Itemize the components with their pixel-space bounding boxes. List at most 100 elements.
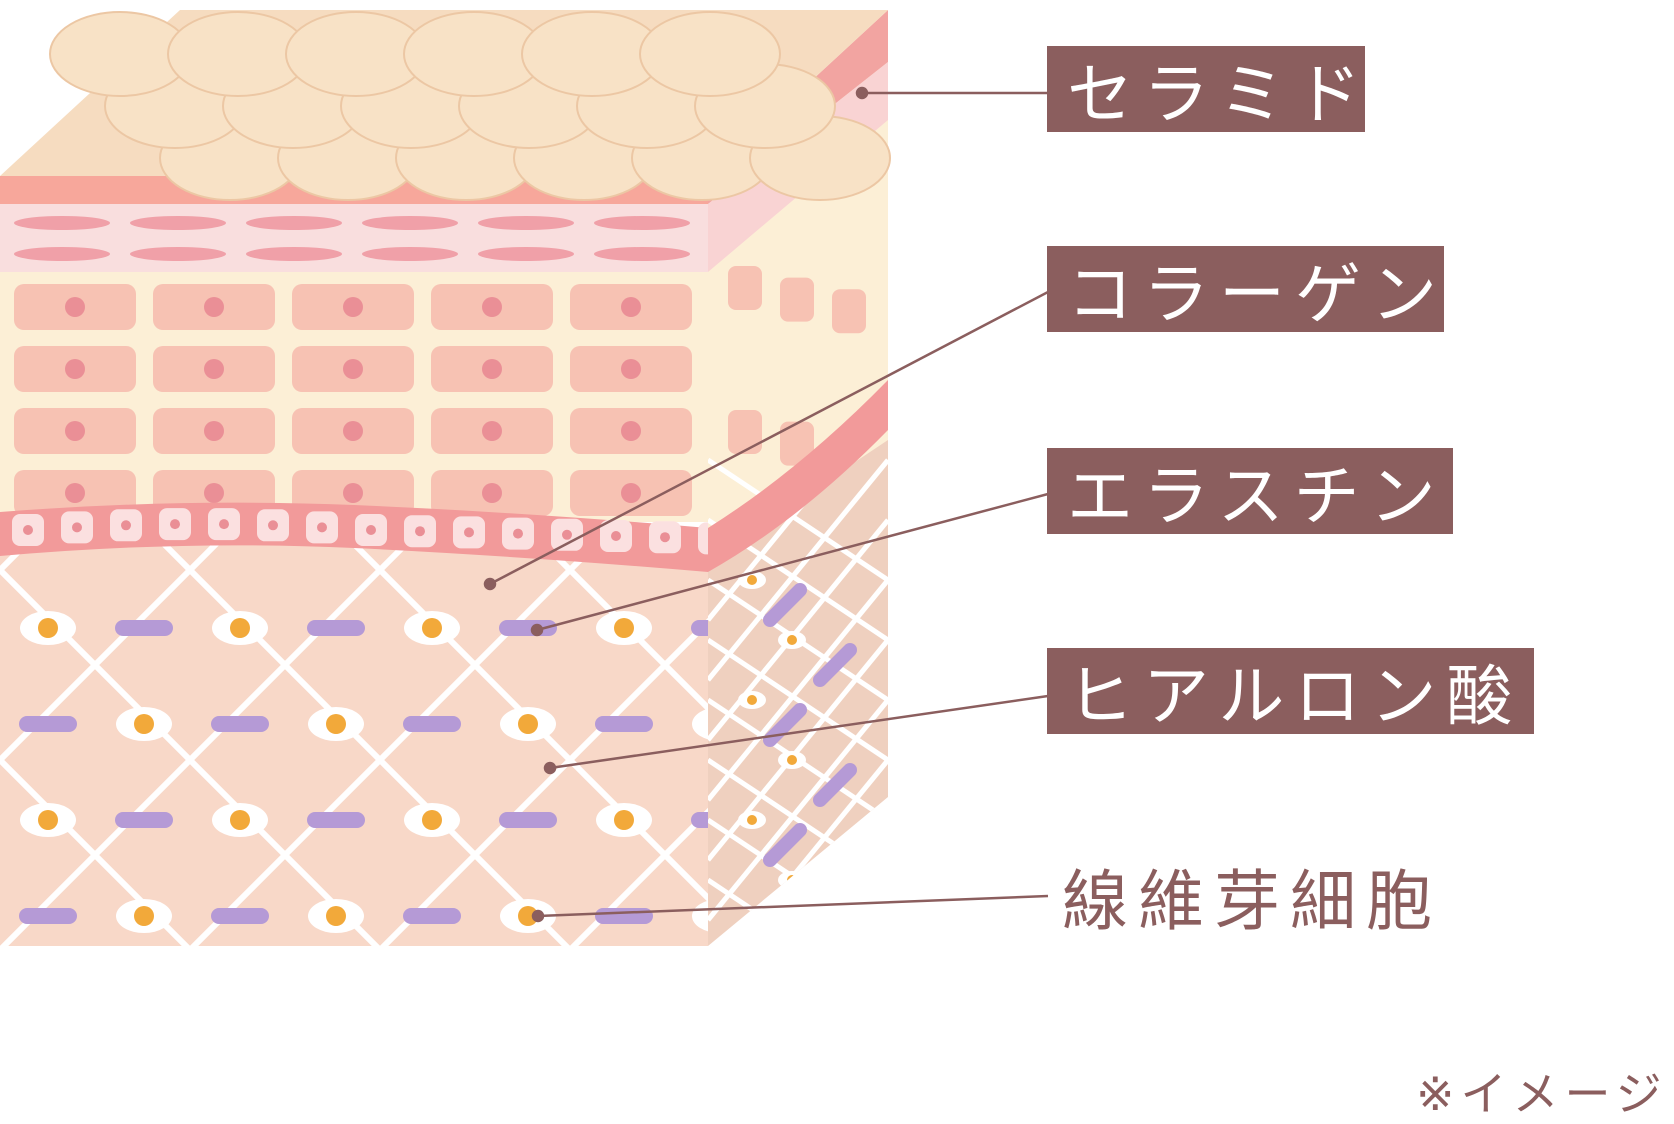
side-elastin-fiber — [813, 643, 857, 687]
side-collagen-fiber — [708, 638, 888, 862]
elastin-fiber — [403, 908, 461, 924]
side-fibroblast-nucleus — [747, 695, 757, 705]
leader-collagen — [489, 290, 1049, 586]
spinous-cell-nucleus — [65, 483, 85, 503]
elastin-fiber — [115, 812, 173, 828]
spinous-cell-nucleus — [65, 297, 85, 317]
spinous-cell-nucleus — [482, 483, 502, 503]
basal-cell-nucleus — [121, 520, 131, 531]
elastin-fiber — [115, 620, 173, 636]
fibroblast-nucleus — [422, 618, 442, 638]
basal-cell-nucleus — [170, 519, 180, 530]
label-elastin: エラスチン — [1047, 448, 1453, 535]
spinous-cell-nucleus — [204, 359, 224, 379]
side-collagen-fiber — [708, 698, 888, 922]
fibroblast-nucleus — [614, 810, 634, 830]
dermis-front — [0, 545, 708, 946]
label-ceramide: セラミド — [1047, 46, 1365, 133]
elastin-fiber — [19, 716, 77, 732]
granular-cell — [246, 247, 342, 261]
leader-hyaluronic — [549, 694, 1049, 770]
spinous-cell-nucleus — [621, 359, 641, 379]
fibroblast-nucleus — [134, 714, 154, 734]
side-elastin-fiber — [763, 823, 807, 867]
fibroblast-nucleus — [38, 618, 58, 638]
fibroblast-nucleus — [422, 810, 442, 830]
label-collagen: コラーゲン — [1047, 246, 1444, 333]
basal-cell-nucleus — [268, 520, 278, 531]
side-fibroblast-cell — [778, 871, 806, 889]
elastin-fiber — [307, 812, 365, 828]
side-fibroblast-nucleus — [747, 815, 757, 825]
side-collagen-fiber — [708, 578, 888, 802]
granular-cell — [14, 216, 110, 230]
fibroblast-nucleus — [38, 810, 58, 830]
leader-lines — [483, 86, 1049, 923]
spinous-cell-nucleus — [621, 421, 641, 441]
granular-cell — [130, 247, 226, 261]
spinous-cell-nucleus — [204, 421, 224, 441]
spinous-cell-nucleus — [343, 359, 363, 379]
basal-cell-nucleus — [464, 527, 474, 538]
granular-cell — [246, 216, 342, 230]
fibroblast-nucleus — [518, 714, 538, 734]
granular-cell — [14, 247, 110, 261]
basal-cell-nucleus — [317, 522, 327, 533]
basal-cell-nucleus — [72, 522, 82, 533]
spinous-cell-nucleus — [621, 297, 641, 317]
spinous-cell-nucleus — [343, 421, 363, 441]
basal-cell-nucleus — [219, 519, 229, 530]
side-collagen-fiber — [708, 518, 888, 742]
epidermis-front — [0, 176, 708, 572]
fibroblast-nucleus — [134, 906, 154, 926]
fibroblast-nucleus — [614, 618, 634, 638]
fibroblast-nucleus — [326, 714, 346, 734]
granular-layer — [0, 204, 708, 272]
fibroblast-cell — [692, 708, 708, 740]
spinous-cell-nucleus — [204, 483, 224, 503]
side-spinous-cell — [832, 289, 866, 334]
elastin-fiber — [691, 812, 708, 828]
elastin-fiber — [595, 908, 653, 924]
spinous-cell-nucleus — [621, 483, 641, 503]
skin-surface — [0, 10, 891, 201]
spinous-cell-nucleus — [343, 297, 363, 317]
basal-cell-nucleus — [23, 525, 33, 535]
label-fibroblast: 線維芽細胞 — [1062, 863, 1442, 940]
side-elastin-fiber — [813, 763, 857, 807]
granular-cell — [362, 216, 458, 230]
fibroblast-nucleus — [518, 906, 538, 926]
side-fibroblast-nucleus — [787, 635, 797, 645]
spinous-cell-nucleus — [65, 421, 85, 441]
basal-cell-nucleus — [366, 525, 376, 535]
basal-cell-nucleus — [562, 529, 572, 540]
side-spinous-cell — [728, 266, 762, 310]
side-collagen-fiber — [708, 458, 888, 682]
granular-cell — [478, 216, 574, 230]
fibroblast-nucleus — [326, 906, 346, 926]
leader-elastin — [536, 492, 1049, 632]
granular-cell — [594, 247, 690, 261]
granular-cell — [362, 247, 458, 261]
spinous-cell-nucleus — [482, 359, 502, 379]
basal-cell-nucleus — [660, 532, 670, 543]
elastin-fiber — [307, 620, 365, 636]
label-hyaluronic-acid: ヒアルロン酸 — [1047, 648, 1534, 735]
elastin-fiber — [499, 812, 557, 828]
elastin-fiber — [211, 908, 269, 924]
fibroblast-nucleus — [230, 810, 250, 830]
spinous-cell-nucleus — [482, 421, 502, 441]
image-note: ※イメージ — [1416, 1067, 1668, 1121]
side-spinous-cell — [780, 277, 814, 322]
granular-cell — [478, 247, 574, 261]
spinous-cell-nucleus — [343, 483, 363, 503]
side-fibroblast-nucleus — [747, 575, 757, 585]
elastin-fiber — [19, 908, 77, 924]
elastin-fiber — [595, 716, 653, 732]
side-elastin-fiber — [763, 583, 807, 627]
side-collagen-fiber — [708, 877, 888, 946]
basal-cell — [698, 522, 708, 555]
elastin-fiber — [403, 716, 461, 732]
surface-bump — [639, 11, 781, 97]
spinous-cell-nucleus — [65, 359, 85, 379]
